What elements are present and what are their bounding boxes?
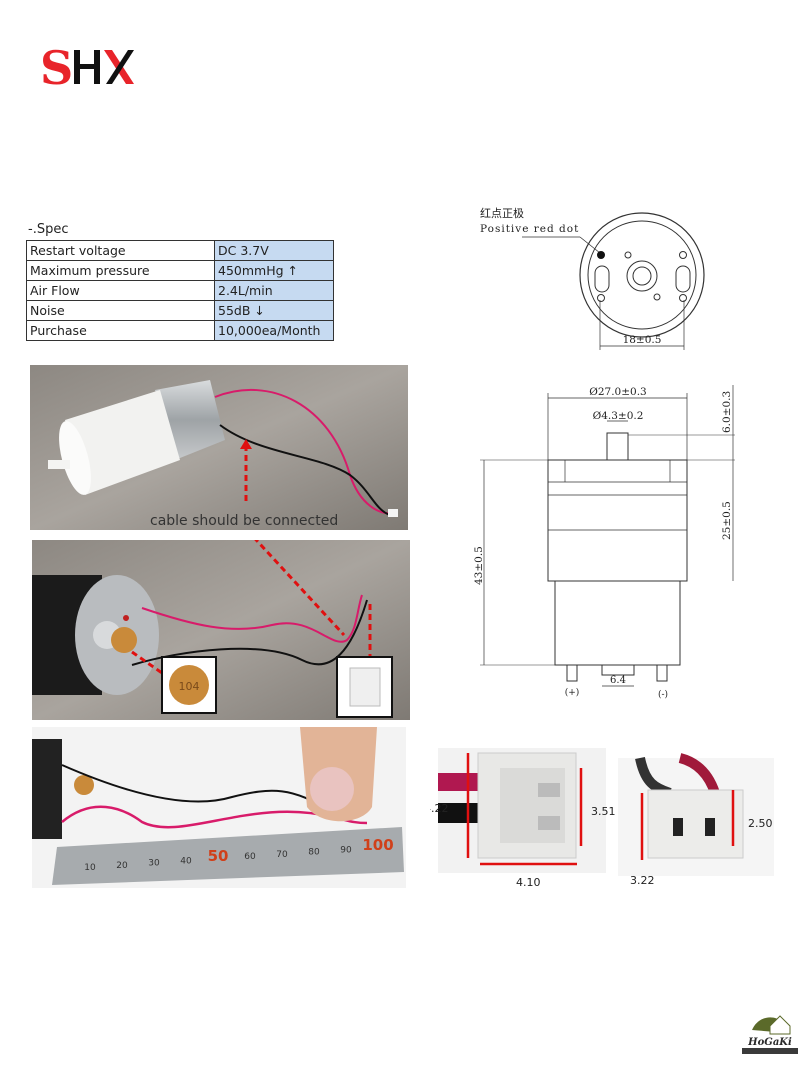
cable-label: cable should be connected [150,513,338,529]
spec-label: Purchase [26,320,215,341]
terminal-gap-dim: 6.4 [610,675,626,686]
spec-label: Restart voltage [26,240,215,261]
ruler-photo: 10 20 30 40 50 60 70 80 90 100 [32,727,406,888]
spec-value: DC 3.7V [214,240,334,261]
spec-value: 2.4L/min [214,280,334,301]
positive-label-cn: 红点正极 [480,206,524,220]
conn-height: 4.22 [430,802,449,815]
connector-dimensions: 4.22 3.51 4.10 2.50 3.22 [430,748,774,889]
pump-photo: cable should be connected [30,365,408,530]
spec-value: 55dB ↓ [214,300,334,321]
front-inner: 2.50 [748,817,773,830]
ruler-mark: 30 [148,859,160,869]
shaft-length-dim: 6.0±0.3 [721,391,733,433]
minus-terminal-label: (-) [658,689,668,700]
width-dim: 18±0.5 [623,334,662,346]
positive-label-en: Positive red dot [480,223,579,235]
ruler-marks: 10 20 30 40 50 60 70 80 90 100 [84,836,393,873]
svg-text:S: S [40,42,73,90]
spec-value: 10,000ea/Month [214,320,334,341]
ruler-mark: 10 [84,863,96,873]
brand-logo: S [40,42,134,90]
shaft-diameter-dim: Ø4.3±0.2 [593,410,644,422]
ruler-mark: 70 [276,850,288,860]
plus-terminal-label: (+) [565,687,580,698]
conn-inner-height: 3.51 [591,805,616,818]
spec-label: Maximum pressure [26,260,215,281]
spec-label: Air Flow [26,280,215,301]
ruler-mark: 60 [244,852,256,862]
spec-title: -.Spec [28,222,69,237]
body-height-dim: 25±0.5 [721,501,733,540]
top-view-drawing: 红点正极 Positive red dot 18±0.5 [480,206,705,350]
pump-back-photo: 104 [32,540,410,720]
ruler-mark: 100 [362,836,393,854]
capacitor-code: 104 [179,680,200,693]
watermark-name: HoGaKi [747,1037,792,1048]
ruler-mark: 40 [180,856,192,866]
ruler-mark: 80 [308,848,320,858]
spec-label: Noise [26,300,215,321]
front-height: 3.22 [630,874,655,887]
ruler-mark: 90 [340,845,352,855]
ruler-mark: 20 [116,861,128,871]
side-view-drawing: Ø27.0±0.3 Ø4.3±0.2 6.0±0.3 25±0.5 43±0.5… [473,385,735,700]
spec-value: 450mmHg ↑ [214,260,334,281]
hogaki-logo: HoGaKi [742,1015,798,1054]
ruler-mark: 50 [208,847,229,865]
diameter-dim: Ø27.0±0.3 [589,386,646,398]
conn-length: 4.10 [516,876,541,889]
total-height-dim: 43±0.5 [473,546,485,585]
